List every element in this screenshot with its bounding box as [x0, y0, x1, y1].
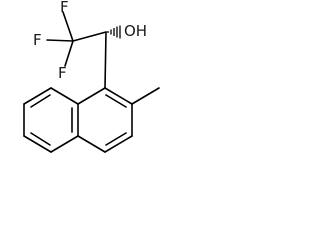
bond-cf-bottom [64, 40, 74, 67]
hashed-wedge-bond [107, 25, 121, 39]
bond-c5-c4a [50, 135, 79, 153]
bond-c8-c7 [23, 87, 52, 105]
bond-c8a-c8 [50, 87, 79, 105]
double-bond-c8-c7 [30, 94, 51, 108]
bond-c4-c4a [77, 135, 106, 153]
atom-fluorine-left: F [33, 31, 42, 49]
atom-fluorine-top: F [60, 0, 69, 16]
atom-hydroxyl: OH [124, 22, 147, 40]
molecule-canvas: F F F OH [0, 0, 180, 186]
bond-cf-left [46, 39, 74, 42]
molecule-drawing: F F F OH [23, 0, 160, 153]
double-bond-c3-c4 [105, 132, 127, 146]
bond-stereocenter-to-ring [104, 31, 107, 89]
bond-c8a-c1 [77, 87, 106, 105]
double-bond-c6-c5 [30, 132, 51, 146]
bond-c6-c5 [23, 135, 52, 153]
bond-c3-c4 [104, 135, 133, 153]
atom-fluorine-bottom: F [58, 64, 67, 82]
bond-methyl [131, 87, 160, 105]
bond-c1-c2 [104, 87, 133, 105]
bond-cf3-to-stereocenter [72, 31, 107, 42]
bond-cf-top [62, 11, 74, 42]
double-bond-c1-c2 [105, 94, 127, 108]
